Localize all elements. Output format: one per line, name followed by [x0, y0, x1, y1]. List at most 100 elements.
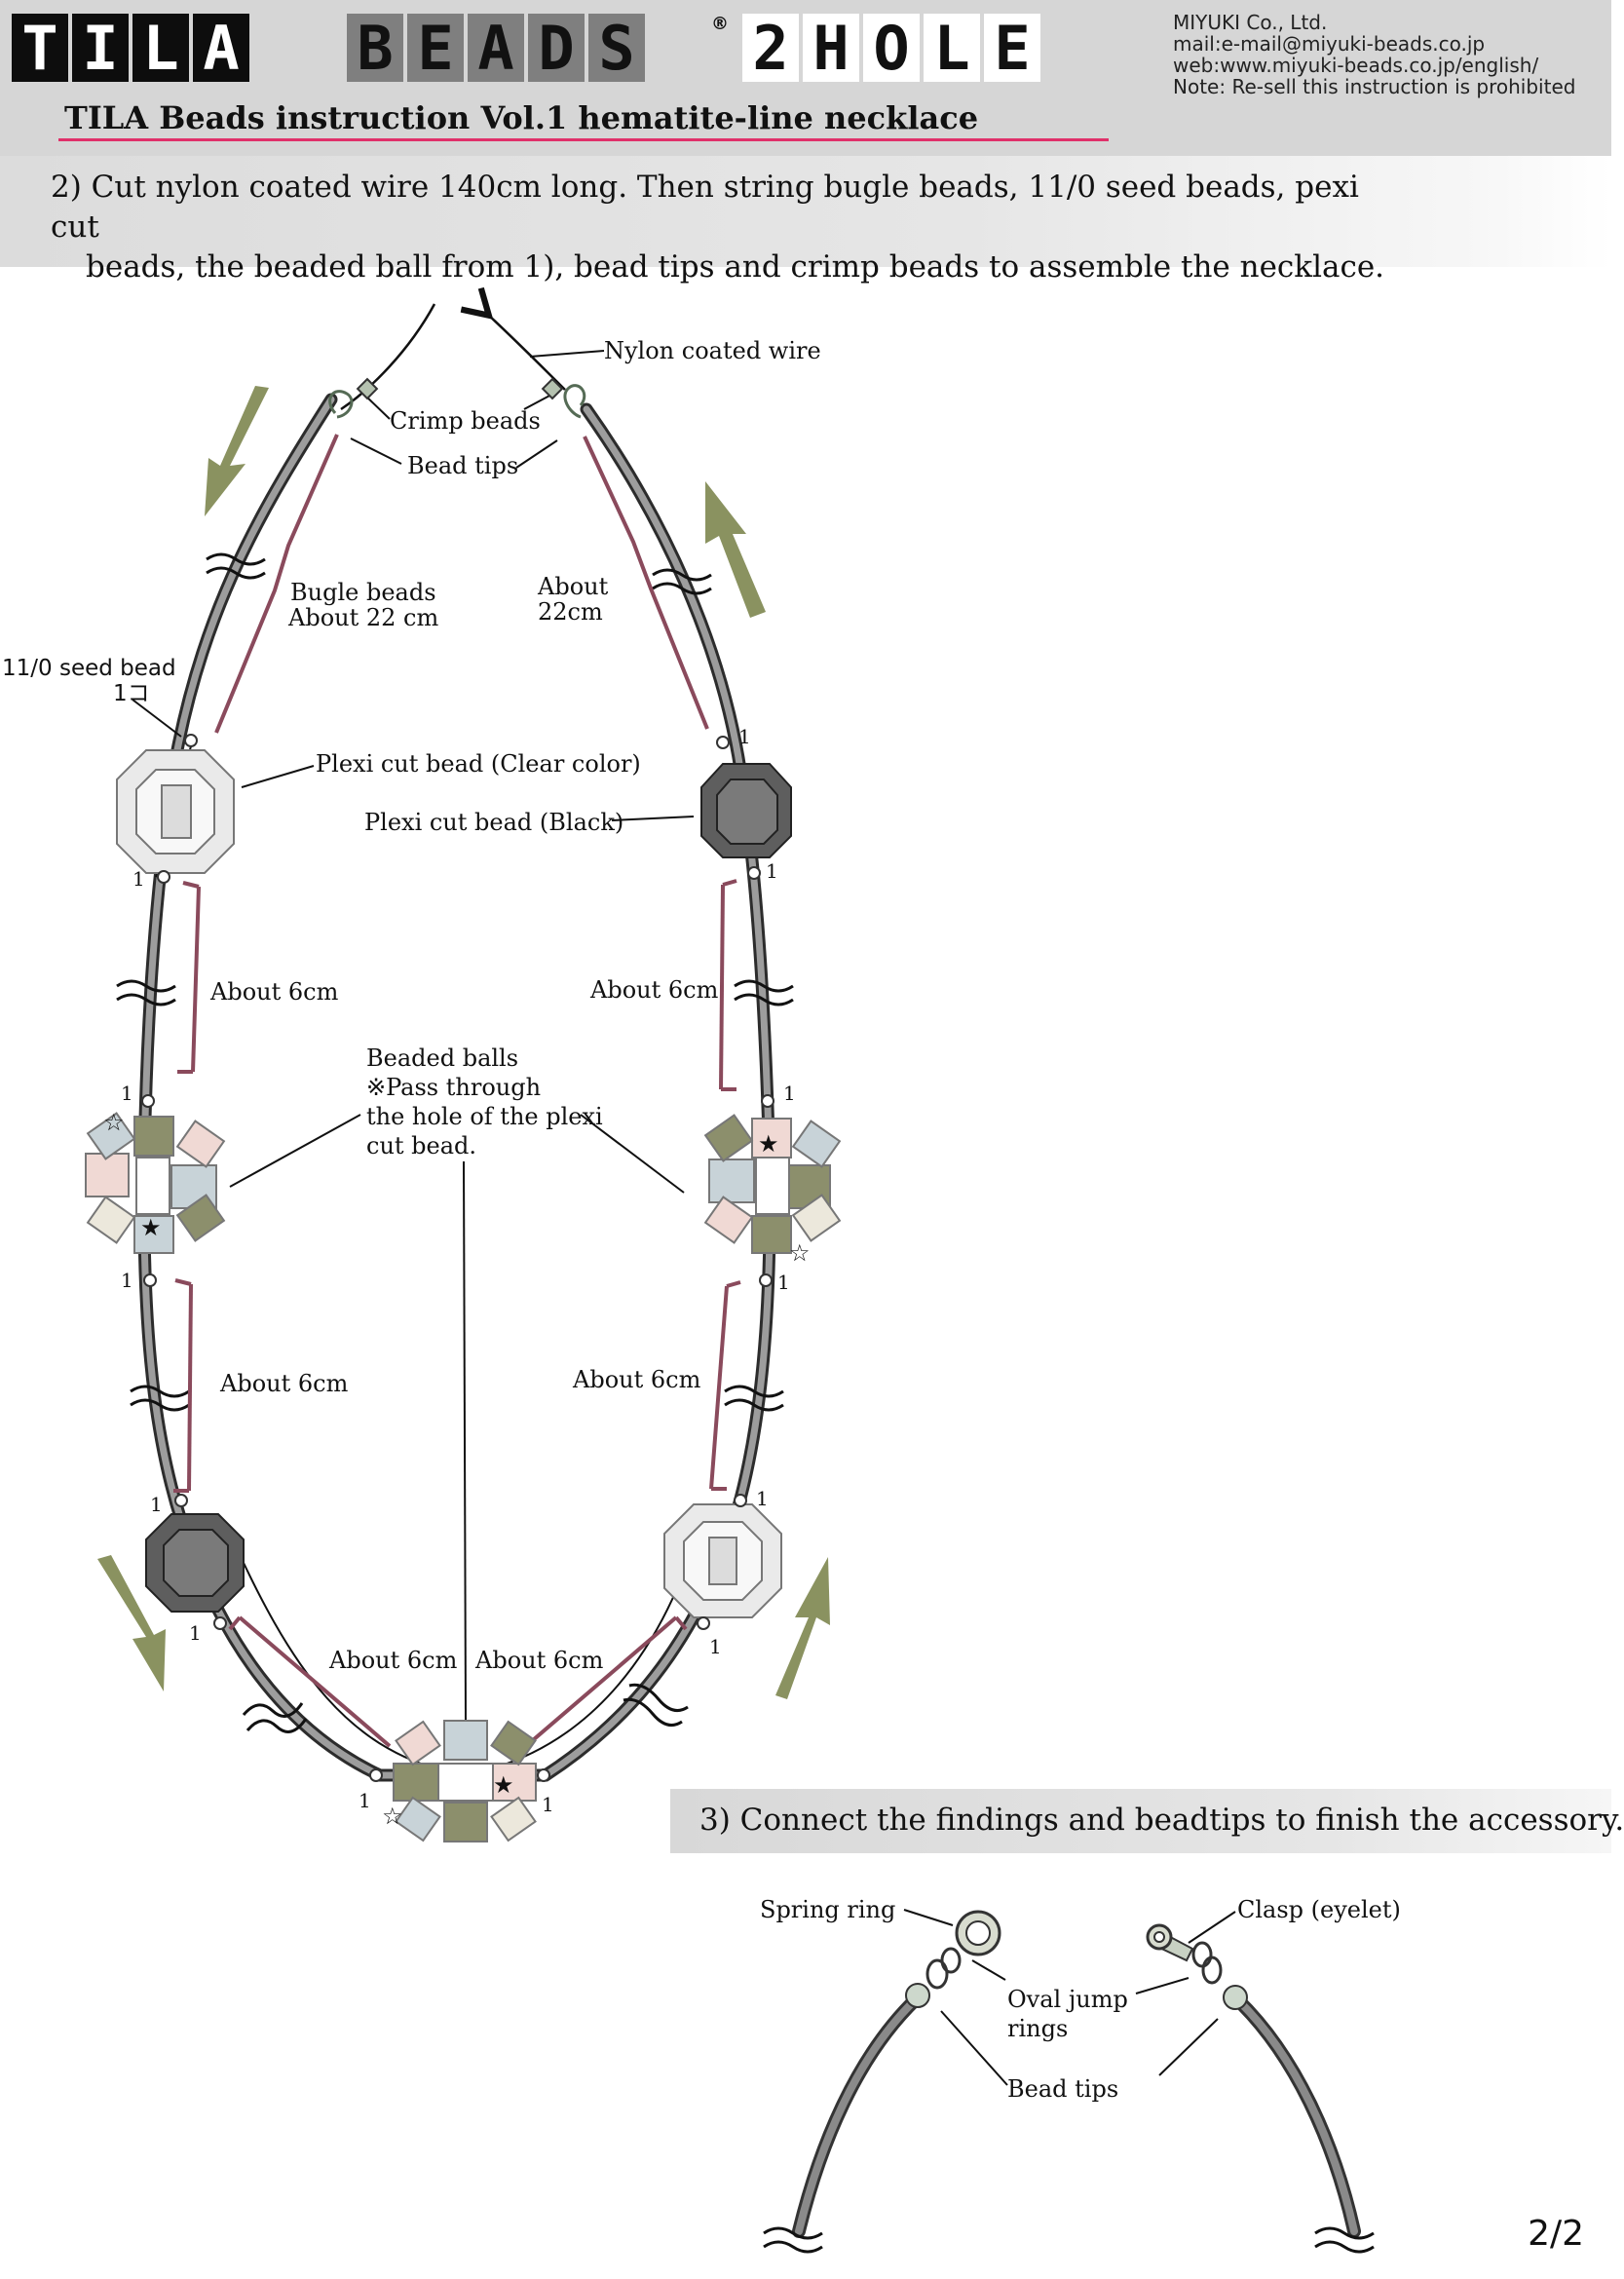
label-about-6cm: About 6cm [573, 1366, 701, 1393]
label-hole-of-plexi: the hole of the plexi [366, 1103, 603, 1130]
label-about-6cm: About 6cm [210, 978, 339, 1006]
wire-left [340, 303, 436, 411]
logo-letter: H [803, 13, 859, 84]
beaded-ball-bottom [393, 1720, 537, 1842]
count-label: 1 [189, 1621, 202, 1645]
step3-banner: 3) Connect the findings and beadtips to … [670, 1789, 1624, 1853]
count-label: 1 [150, 1493, 163, 1516]
logo-letter: T [12, 13, 68, 84]
leader-lines [132, 350, 695, 1722]
logo-2hole: 2 H O L E [742, 13, 1040, 84]
length-brackets [173, 434, 741, 1748]
label-bugle-length: About 22 cm [288, 604, 439, 631]
label-bugle-beads: Bugle beads [290, 579, 436, 606]
logo-letter: A [193, 13, 249, 84]
count-label: 1 [783, 1082, 796, 1105]
label-about: About [538, 573, 609, 600]
arrow-icon [97, 1555, 166, 1691]
logo-letter: L [132, 13, 189, 84]
finishing-diagram [763, 1909, 1375, 2254]
count-label: 1 [766, 859, 778, 883]
logo-letter: B [347, 13, 403, 84]
bead-tips [328, 384, 586, 419]
label-about-6cm: About 6cm [329, 1647, 458, 1674]
label-pass-through: ※Pass through [366, 1074, 542, 1101]
title-underline [58, 138, 1109, 141]
label-nylon-wire: Nylon coated wire [604, 337, 821, 364]
logo-letter: L [924, 13, 980, 84]
label-crimp-beads: Crimp beads [390, 407, 541, 435]
star-filled-icon: ★ [140, 1214, 162, 1241]
left-strand [792, 1993, 923, 2238]
label-plexi-black: Plexi cut bead (Black) [364, 809, 624, 836]
count-label: 1 [756, 1487, 769, 1510]
count-label: 1 [709, 1635, 722, 1658]
company-web: web:www.miyuki-beads.co.jp/english/ [1173, 54, 1539, 77]
logo-beads: B E A D S [347, 13, 645, 84]
label-about-6cm: About 6cm [220, 1370, 349, 1397]
label-seed-count: 1コ [113, 681, 150, 706]
beaded-ball-left [85, 1112, 226, 1254]
bead-tip-right [1223, 1985, 1248, 2010]
header-bar: T I L A B E A D S ® 2 H O L E MIYUKI Co.… [0, 0, 1611, 156]
jump-ring-right [1201, 1956, 1223, 1985]
count-label: 1 [121, 1082, 133, 1105]
step2-line2: beads, the beaded ball from 1), bead tip… [86, 249, 1385, 285]
logo-letter: A [468, 13, 524, 84]
star-outline-icon: ☆ [103, 1109, 125, 1136]
arrow-icon [775, 1557, 830, 1699]
label-seed-bead: 11/0 seed bead [2, 656, 176, 681]
label-plexi-clear: Plexi cut bead (Clear color) [316, 750, 641, 778]
label-spring-ring: Spring ring [760, 1896, 896, 1923]
label-22cm: 22cm [538, 598, 603, 626]
label-cut-bead: cut bead. [366, 1132, 477, 1159]
step2-line1: 2) Cut nylon coated wire 140cm long. The… [51, 170, 1359, 245]
logo-letter: E [407, 13, 464, 84]
label-bead-tips-finish: Bead tips [1007, 2075, 1119, 2103]
label-oval-jump: Oval jump [1007, 1986, 1128, 2013]
star-filled-icon: ★ [758, 1130, 779, 1158]
company-email: mail:e-mail@miyuki-beads.co.jp [1173, 32, 1486, 56]
crimp-beads [356, 377, 564, 400]
logo-letter: E [984, 13, 1040, 84]
star-outline-icon: ☆ [789, 1239, 811, 1267]
right-strand [1230, 1993, 1361, 2238]
count-label: 1 [132, 867, 145, 891]
jump-ring-left [925, 1958, 949, 1990]
company-name: MIYUKI Co., Ltd. [1173, 11, 1328, 34]
count-label: 1 [359, 1789, 371, 1812]
logo-letter: 2 [742, 13, 799, 84]
step2-banner: 2) Cut nylon coated wire 140cm long. The… [0, 156, 1611, 285]
logo-letter: S [588, 13, 645, 84]
label-about-6cm: About 6cm [475, 1647, 604, 1674]
bead-tip-left [905, 1983, 930, 2008]
logo-letter: I [72, 13, 129, 84]
direction-arrows [97, 386, 830, 1699]
count-label: 1 [738, 725, 751, 748]
wire-right [487, 314, 566, 391]
logo-letter: O [863, 13, 920, 84]
star-outline-icon: ☆ [382, 1803, 403, 1830]
document-title: TILA Beads instruction Vol.1 hematite-li… [64, 99, 979, 136]
label-clasp: Clasp (eyelet) [1237, 1896, 1401, 1923]
registered-mark: ® [711, 14, 729, 34]
logo-tila: T I L A [12, 13, 249, 84]
star-marks: ☆ ★ ★ ☆ ★ ☆ [103, 1109, 811, 1830]
jump-ring-right-2 [1191, 1941, 1213, 1968]
plexi-bead-black [145, 1513, 245, 1613]
company-info: MIYUKI Co., Ltd. mail:e-mail@miyuki-bead… [1173, 12, 1575, 97]
arrow-icon [705, 481, 766, 618]
star-filled-icon: ★ [493, 1771, 514, 1799]
label-bead-tips: Bead tips [407, 452, 519, 479]
step3-instruction: 3) Connect the findings and beadtips to … [699, 1803, 1624, 1838]
label-about-6cm: About 6cm [590, 976, 719, 1004]
arrow-icon [205, 386, 269, 516]
seed-beads [141, 734, 774, 1782]
step2-instruction: 2) Cut nylon coated wire 140cm long. The… [51, 168, 1415, 287]
count-label: 1 [121, 1269, 133, 1292]
plexi-bead-clear [116, 749, 235, 874]
label-rings: rings [1007, 2015, 1069, 2042]
beaded-ball-right [703, 1114, 842, 1254]
jump-ring-left-2 [940, 1947, 962, 1974]
